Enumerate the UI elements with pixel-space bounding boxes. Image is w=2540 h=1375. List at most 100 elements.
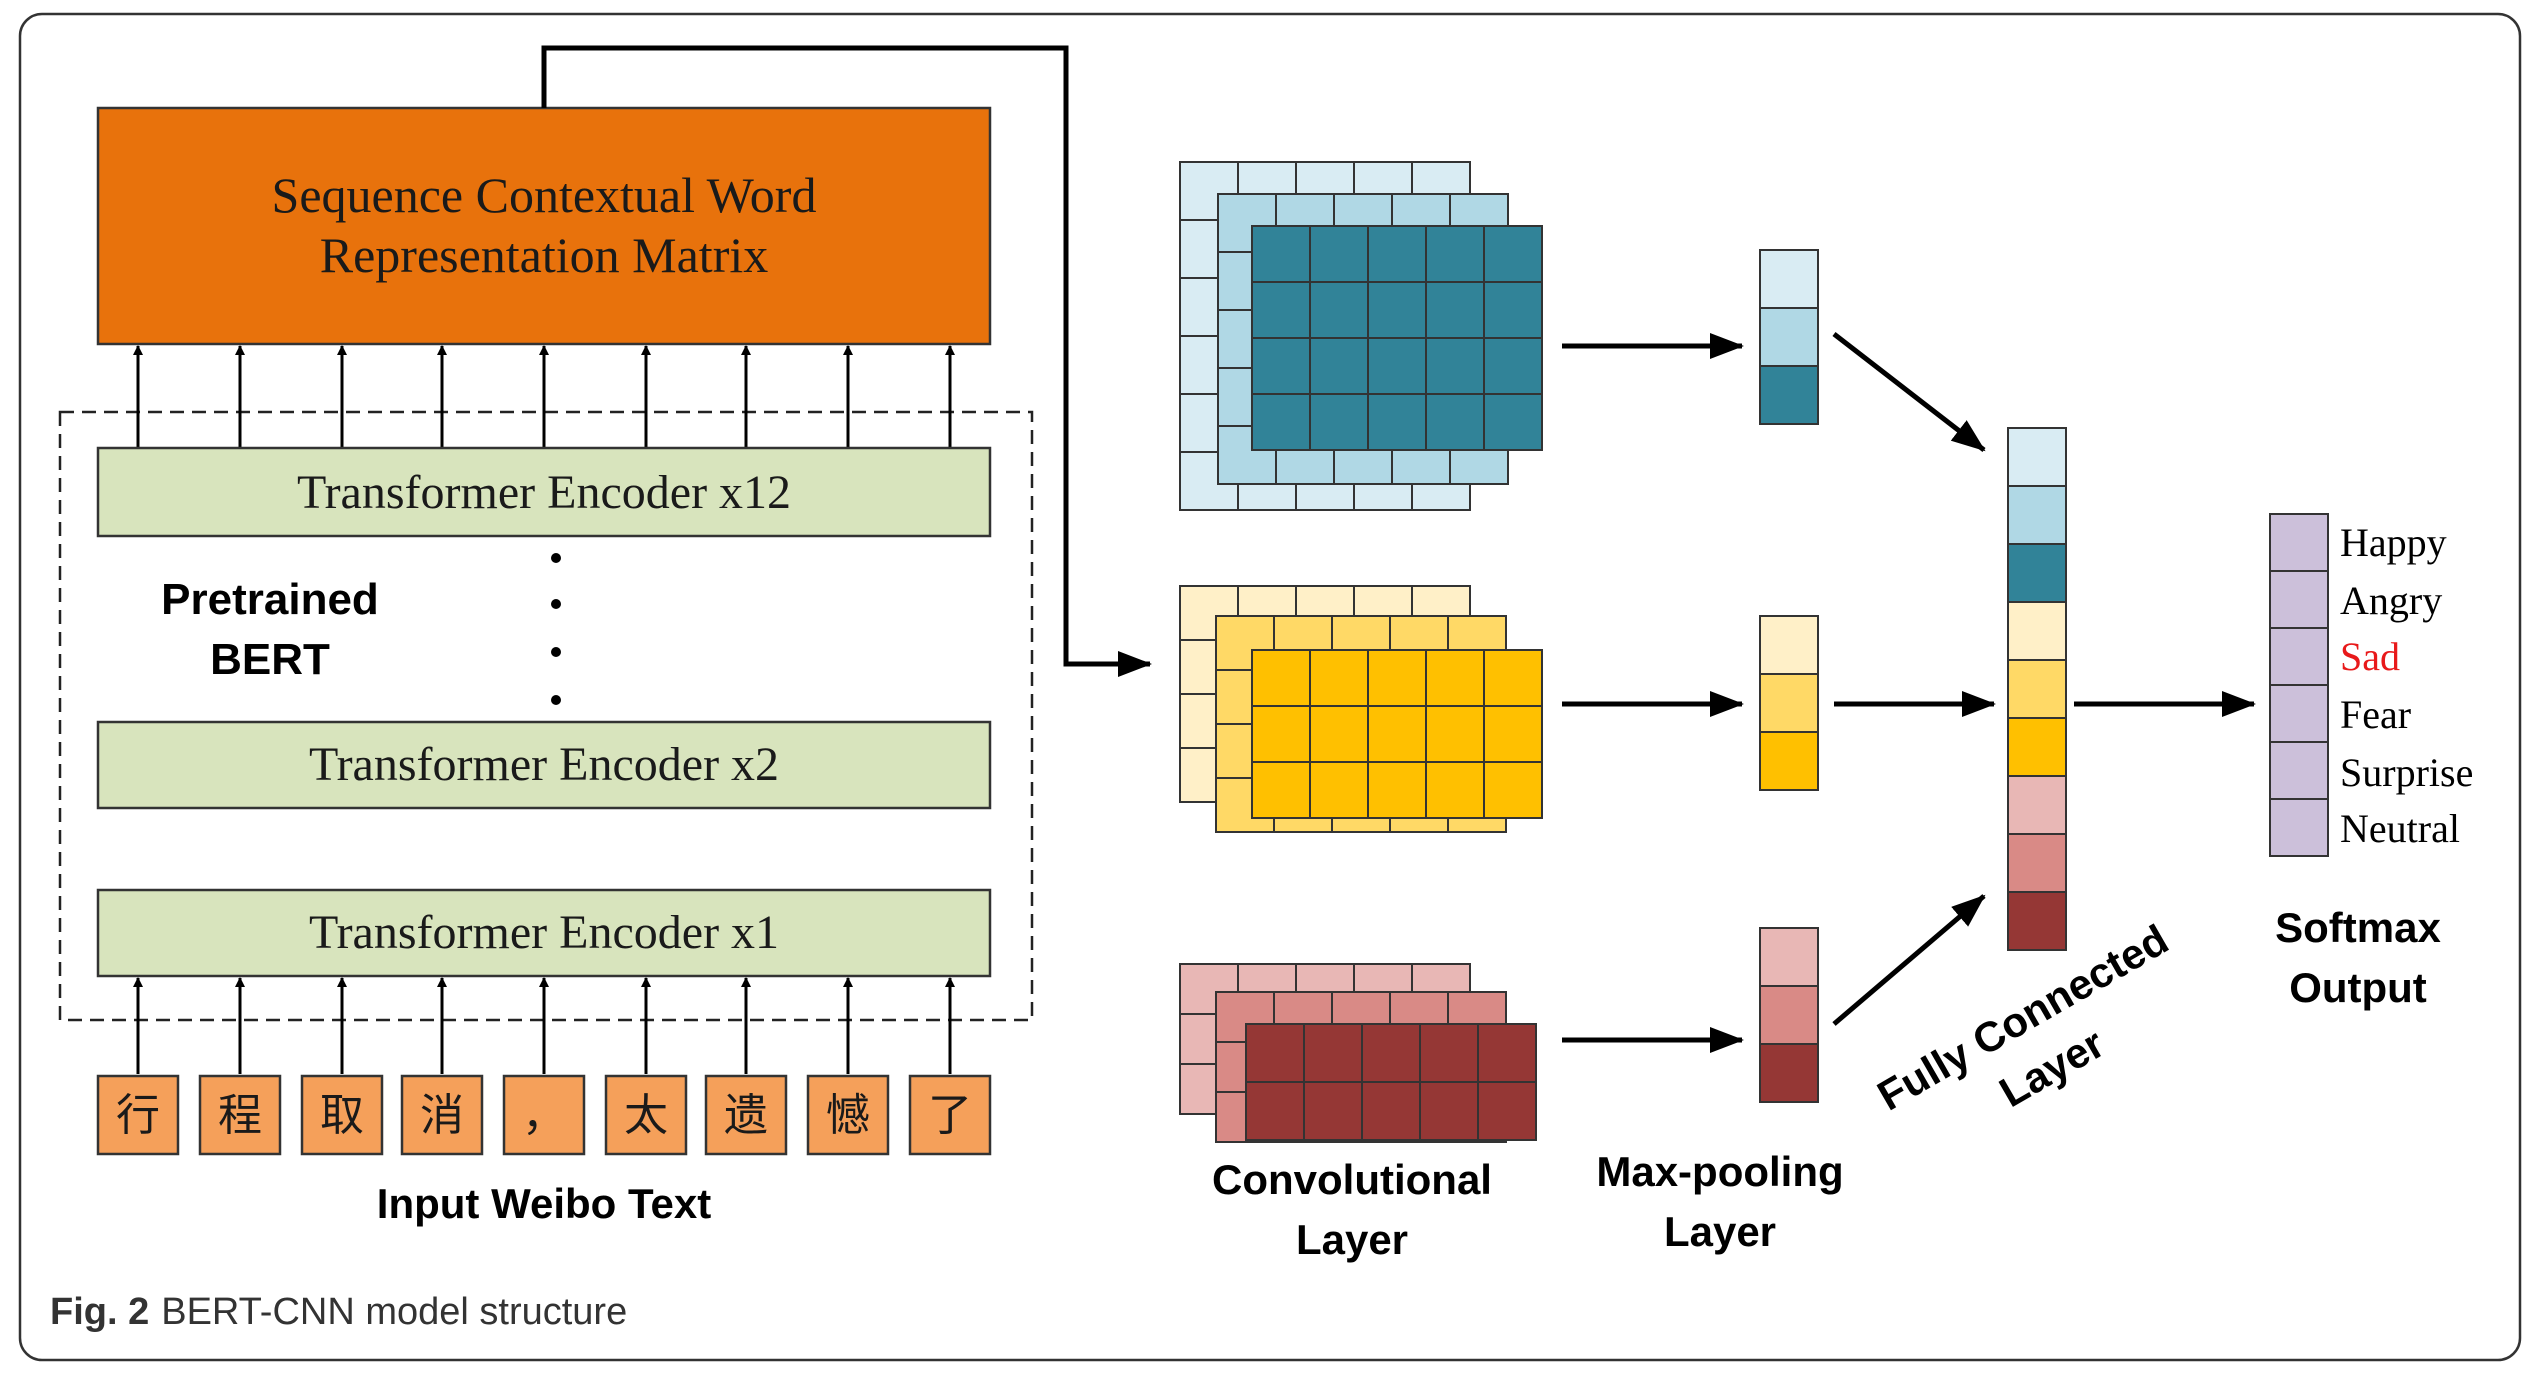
feature-map-cell [1367, 225, 1427, 283]
ellipsis-dots [551, 553, 561, 705]
dot [551, 599, 561, 609]
pool-layer-label-line2: Layer [1664, 1208, 1776, 1255]
vector-cell [2269, 741, 2329, 800]
feature-map-cell [1477, 1081, 1537, 1141]
feature-map-cell [1361, 1023, 1421, 1083]
token-box [300, 1074, 384, 1156]
caption-label: Fig. 2 [50, 1291, 149, 1333]
feature-map-cell [1251, 281, 1311, 339]
feature-map-cell [1367, 761, 1427, 819]
vector-cell [1759, 615, 1819, 675]
feature-map-cell [1251, 649, 1311, 707]
pretrained-bert-boundary [58, 410, 1034, 1022]
feature-map-cell [1309, 649, 1369, 707]
matrix-to-conv-connector [541, 45, 1152, 677]
token-box [198, 1074, 282, 1156]
token-text: 遗 [724, 1091, 768, 1140]
token-box [604, 1074, 688, 1156]
feature-map-cell [1367, 337, 1427, 395]
vector-cell [2007, 427, 2067, 487]
feature-map-cell [1425, 705, 1485, 763]
vector-cell [1759, 673, 1819, 733]
token-box [704, 1074, 788, 1156]
feature-map-cell [1245, 1023, 1305, 1083]
token-text: 太 [624, 1091, 668, 1140]
vector-cell [1759, 927, 1819, 987]
token-texts: 行 程 取 消 ， 太 遗 憾 了 [116, 1091, 972, 1140]
feature-map-cell [1483, 281, 1543, 339]
feature-map-cell [1251, 337, 1311, 395]
feature-map-cell [1425, 337, 1485, 395]
output-label-happy: Happy [2340, 520, 2447, 565]
token-box [806, 1074, 890, 1156]
token-text: 取 [320, 1091, 364, 1140]
feature-map-cell [1419, 1081, 1479, 1141]
caption-text: BERT-CNN model structure [161, 1291, 627, 1333]
input-weibo-text-label: Input Weibo Text [377, 1180, 711, 1227]
vector-cell [1759, 985, 1819, 1045]
softmax-label-line1: Softmax [2275, 904, 2441, 951]
feature-map-cell [1303, 1023, 1363, 1083]
feature-map-cell [1251, 393, 1311, 451]
token-box [502, 1074, 586, 1156]
token-text: 行 [116, 1091, 160, 1140]
max-pool-vector-yellow [1759, 615, 1819, 791]
vector-cell [1759, 307, 1819, 367]
vector-cell [2007, 601, 2067, 661]
feature-map-cell [1483, 225, 1543, 283]
vector-cell [2269, 627, 2329, 686]
softmax-label-line2: Output [2289, 964, 2427, 1011]
dot [551, 553, 561, 563]
vector-cell [2269, 798, 2329, 857]
conv-feature-maps-blue [1179, 161, 1543, 511]
pool-layer-label-line1: Max-pooling [1596, 1148, 1843, 1195]
feature-map-cell [1309, 225, 1369, 283]
pool-to-fc-arrow-red [1832, 894, 1986, 1026]
conv-layer-label-line1: Convolutional [1212, 1156, 1492, 1203]
encoder-x1-box [96, 888, 992, 978]
feature-map-cell [1425, 649, 1485, 707]
feature-map-cell [1245, 1081, 1305, 1141]
fully-connected-vector [2007, 427, 2067, 951]
token-text: 消 [420, 1091, 464, 1140]
output-label-fear: Fear [2340, 692, 2411, 737]
feature-map-cell [1367, 649, 1427, 707]
feature-map-cell [1367, 705, 1427, 763]
vector-cell [1759, 365, 1819, 425]
feature-map-cell [1425, 393, 1485, 451]
feature-map-cell [1483, 705, 1543, 763]
output-label-neutral: Neutral [2340, 806, 2460, 851]
feature-map-cell [1367, 281, 1427, 339]
conv-layer-label-line2: Layer [1296, 1216, 1408, 1263]
output-label-sad: Sad [2340, 634, 2400, 679]
conv-feature-maps-yellow [1179, 585, 1543, 833]
representation-matrix-box [96, 106, 992, 346]
feature-map-cell [1309, 281, 1369, 339]
feature-map-cell [1425, 761, 1485, 819]
encoder-to-matrix-arrows [133, 345, 955, 448]
output-label-surprise: Surprise [2340, 750, 2473, 795]
output-labels: Happy Angry Sad Fear Surprise Neutral [2340, 520, 2473, 851]
encoder-x2-label: Transformer Encoder x2 [309, 738, 779, 791]
representation-matrix-line1: Sequence Contextual Word [272, 167, 817, 223]
feature-map-cell [1483, 649, 1543, 707]
feature-map-cell [1361, 1081, 1421, 1141]
pool-to-fc-arrow-blue [1832, 332, 1986, 452]
token-boxes [96, 1074, 992, 1156]
vector-cell [1759, 731, 1819, 791]
feature-map-cell [1483, 337, 1543, 395]
vector-cell [2007, 891, 2067, 951]
feature-map-cell [1251, 761, 1311, 819]
conv-feature-maps-red [1179, 963, 1537, 1143]
feature-map-cell [1483, 761, 1543, 819]
max-pool-vector-blue [1759, 249, 1819, 425]
figure-caption: Fig. 2 BERT-CNN model structure [50, 1291, 627, 1333]
feature-map-cell [1303, 1081, 1363, 1141]
vector-cell [1759, 249, 1819, 309]
feature-map-cell [1367, 393, 1427, 451]
feature-map-cell [1309, 705, 1369, 763]
vector-cell [2007, 659, 2067, 719]
token-box [908, 1074, 992, 1156]
dot [551, 647, 561, 657]
